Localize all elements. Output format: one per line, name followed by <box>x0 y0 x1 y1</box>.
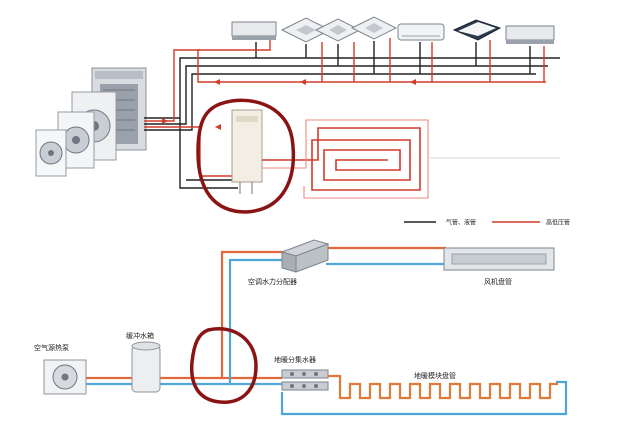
outdoor-unit-small <box>57 111 95 169</box>
floor-heating-spiral <box>262 119 429 199</box>
indoor-unit-cassette-3 <box>350 16 398 40</box>
label-air-source-heat-pump: 空气源热泵 <box>34 343 69 352</box>
buffer-tank <box>131 341 161 393</box>
water-distributor-box <box>280 239 330 273</box>
label-water-distributor: 空调水力分配器 <box>248 277 297 286</box>
pipe-legend: 气管、液管 高低压管 <box>404 219 570 227</box>
indoor-unit-duct-2 <box>505 25 555 44</box>
air-source-heat-pump <box>43 359 87 395</box>
black-pipes <box>144 41 560 189</box>
hydro-box-unit <box>231 109 263 194</box>
label-fan-coil: 风机盘管 <box>484 277 512 286</box>
legend-label-pressure: 高低压管 <box>546 219 570 227</box>
indoor-unit-duct-1 <box>231 21 277 40</box>
label-buffer-tank: 缓冲水箱 <box>126 331 154 340</box>
annotation-circle-top <box>196 98 296 214</box>
bottom-diagram: 空调水力分配器 风机盘管 空气源热泵 缓冲水箱 <box>34 239 568 416</box>
label-floor-heating-coil: 地暖模块盘管 <box>414 371 456 380</box>
label-floor-heating-manifold: 地暖分集水器 <box>274 355 316 364</box>
floor-heating-coil <box>328 374 558 400</box>
annotation-circle-bottom <box>189 327 258 404</box>
top-diagram: 气管、液管 高低压管 <box>35 16 570 227</box>
fan-coil-unit <box>443 247 555 271</box>
red-pipes <box>144 38 546 177</box>
floor-heating-manifold <box>281 369 329 391</box>
indoor-units-row <box>231 16 555 44</box>
indoor-unit-wall-1 <box>397 23 445 41</box>
indoor-unit-cassette-2 <box>314 18 362 42</box>
legend-label-gas-liquid: 气管、液管 <box>446 219 476 227</box>
indoor-unit-ceiling-1 <box>452 19 502 41</box>
outdoor-unit-mini <box>35 129 67 177</box>
flow-arrows <box>162 79 416 130</box>
